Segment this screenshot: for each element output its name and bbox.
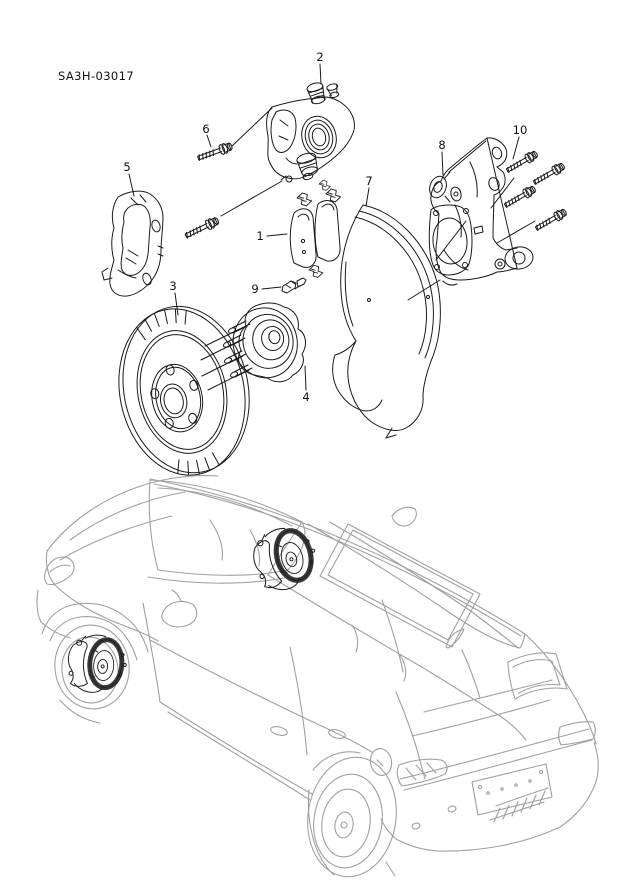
callout-3-leader <box>174 292 179 316</box>
callout-6-label: 6 <box>202 122 209 136</box>
callout-10-label: 10 <box>513 123 528 137</box>
guide-boot-lower <box>296 152 318 181</box>
callout-7-leader <box>365 187 370 207</box>
callout-5-leader <box>128 173 135 197</box>
piston-boot <box>301 115 337 159</box>
callout-2-leader <box>319 63 322 85</box>
pad-abutment-clips <box>281 277 307 294</box>
callout-4: 4 <box>302 365 310 404</box>
door-handle-rear <box>328 729 346 739</box>
sunroof <box>319 523 481 648</box>
assembly-axis-line <box>407 279 441 301</box>
diffuser-fins <box>489 787 549 823</box>
callout-6: 6 <box>202 122 212 148</box>
taillight-left <box>396 758 448 787</box>
bleeder-screw <box>326 83 340 99</box>
exploded-view: SA3H-03017 <box>58 50 569 476</box>
door-handle-front <box>270 726 288 736</box>
roof <box>149 478 526 649</box>
windshield <box>147 479 306 584</box>
installed-brake-markers <box>66 522 322 695</box>
assembly-axis-line <box>220 180 283 217</box>
callout-7-label: 7 <box>365 174 372 188</box>
callout-7: 7 <box>365 174 373 207</box>
taillight-right <box>558 721 596 746</box>
diagram-code: SA3H-03017 <box>58 69 134 83</box>
callout-1: 1 <box>256 229 288 243</box>
callout-2-label: 2 <box>316 50 323 64</box>
rear-bumper <box>380 741 599 852</box>
callout-2: 2 <box>316 50 324 85</box>
license-plate <box>471 763 553 816</box>
callout-3-label: 3 <box>169 279 176 293</box>
fuel-door <box>369 748 393 776</box>
side-windows <box>267 521 519 717</box>
side-mirror <box>161 589 198 628</box>
brake-disc <box>118 305 250 476</box>
callout-9-label: 9 <box>251 282 258 296</box>
wheel-hub <box>200 302 306 391</box>
callout-8-leader <box>441 151 444 176</box>
antenna-fin <box>445 628 465 649</box>
callout-4-leader <box>304 365 307 391</box>
rear-wheel <box>307 751 397 878</box>
doors <box>142 602 420 801</box>
roof-detail <box>391 506 417 527</box>
callout-8-label: 8 <box>438 138 445 152</box>
vehicle-illustration <box>36 475 599 878</box>
splash-shield <box>332 204 441 439</box>
callouts: 1 2 3 4 5 6 7 <box>123 50 527 404</box>
front-wheel <box>41 602 149 724</box>
callout-6-leader <box>206 134 212 148</box>
callout-4-label: 4 <box>302 390 309 404</box>
rear-window <box>507 652 568 700</box>
brake-caliper <box>266 82 355 183</box>
callout-5: 5 <box>123 160 135 197</box>
callout-1-leader <box>266 233 288 237</box>
callout-10-leader <box>512 136 520 160</box>
callout-9-leader <box>261 286 282 290</box>
callout-10: 10 <box>512 123 528 160</box>
front-brake-assembly-marker <box>66 633 128 695</box>
assembly-axis-line <box>231 107 273 147</box>
liftgate <box>396 679 596 791</box>
brake-pads <box>289 178 342 280</box>
headlight-left <box>44 556 75 586</box>
caliper-bracket <box>101 190 164 297</box>
guide-boot-upper <box>306 82 326 105</box>
assembly-axis-line <box>490 177 536 244</box>
callout-9: 9 <box>251 282 282 296</box>
steering-knuckle <box>428 137 534 286</box>
parking-sensor <box>411 822 421 830</box>
parking-sensor <box>447 805 457 813</box>
callout-5-label: 5 <box>123 160 130 174</box>
callout-8: 8 <box>438 138 446 176</box>
knuckle-bolts <box>490 148 569 244</box>
callout-1-label: 1 <box>256 229 263 243</box>
callout-3: 3 <box>169 279 179 316</box>
car-hood <box>45 475 219 642</box>
front-bumper <box>36 589 71 639</box>
caliper-guide-bolts <box>183 107 283 241</box>
stud-axis-line <box>200 323 253 391</box>
rear-quarter <box>369 633 597 776</box>
